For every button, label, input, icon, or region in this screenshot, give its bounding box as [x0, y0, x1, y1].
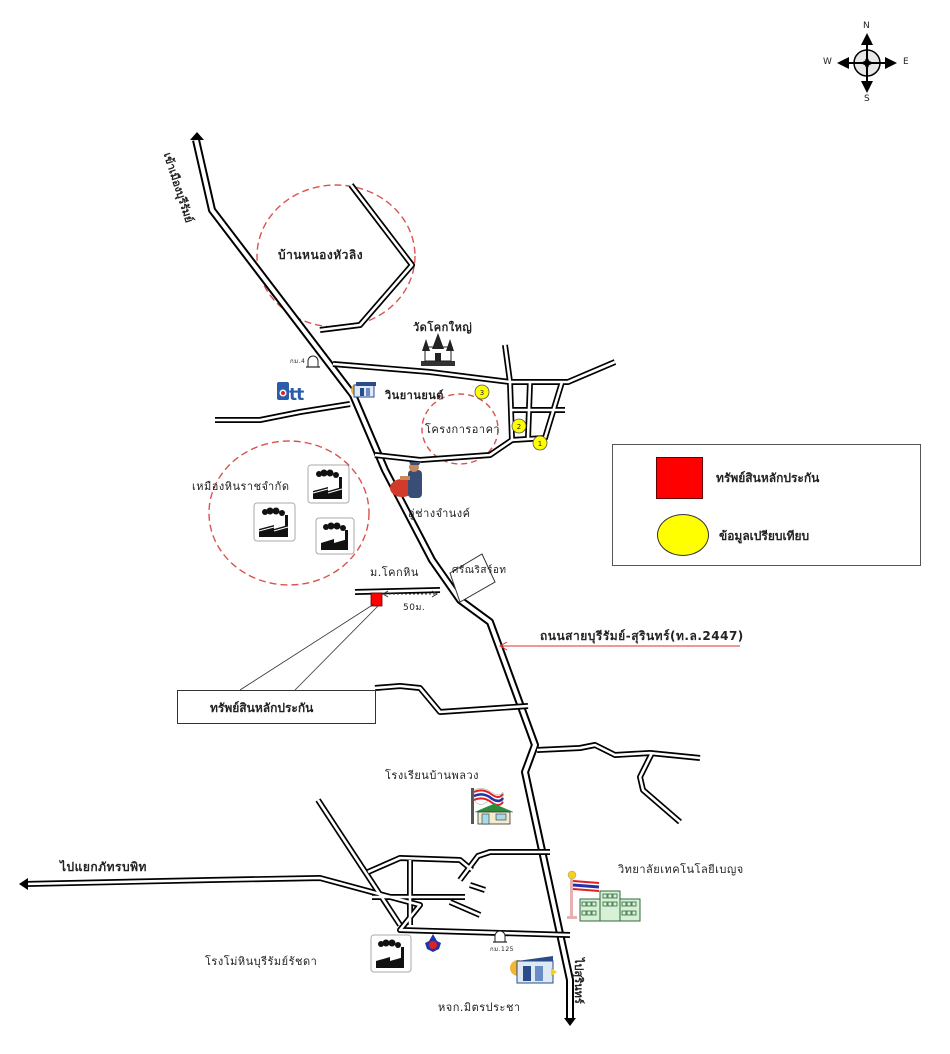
legend-comparable-label: ข้อมูลเปรียบเทียบ	[719, 529, 810, 543]
label-to-surin: ไปสุรินทร์	[572, 958, 585, 1004]
zone-quarry	[208, 440, 370, 586]
factory-icon	[253, 502, 296, 542]
label-partnership: หจก.มิตรประชา	[438, 1001, 521, 1014]
label-moo-khok-hin: ม.โคกหิน	[370, 566, 419, 579]
km-post-125-icon	[493, 930, 507, 943]
mechanic-icon	[390, 462, 422, 498]
comparable-1-label: 1	[538, 440, 542, 448]
collateral-marker	[370, 592, 383, 607]
label-distance: 50ม.	[403, 603, 426, 613]
compass-north-label: N	[863, 21, 870, 31]
label-ban-nong-hua-ling: บ้านหนองหัวลิง	[278, 248, 364, 262]
partnership-shop-icon	[510, 956, 557, 984]
callout-line-a	[239, 603, 375, 691]
label-to-junction: ไปแยกภัทรบพิท	[60, 860, 147, 874]
comparable-2	[511, 418, 527, 434]
label-winyanyon: วินยานยนต์	[385, 389, 444, 402]
arrow-south-end-icon	[564, 1018, 576, 1026]
label-wat-khok-yai: วัดโคกใหญ่	[413, 321, 473, 334]
temple-icon	[421, 333, 455, 366]
factory-icon	[370, 934, 412, 973]
comparable-3	[474, 384, 490, 400]
comparable-3-label: 3	[480, 389, 484, 397]
legend-collateral-swatch	[656, 457, 703, 499]
shop-icon	[351, 382, 376, 398]
label-road-name: ถนนสายบุรีรัมย์-สุรินทร์(ท.ล.2447)	[540, 629, 744, 643]
label-garage: อู่ช่างจำนงค์	[408, 507, 471, 520]
secondary-roads	[24, 183, 701, 938]
factory-icon	[307, 464, 350, 504]
collateral-callout-label: ทรัพย์สินหลักประกัน	[210, 701, 314, 715]
label-housing-project: โครงการอาคา	[425, 423, 501, 436]
legend-collateral-label: ทรัพย์สินหลักประกัน	[716, 471, 820, 485]
map-legend: ทรัพย์สินหลักประกัน ข้อมูลเปรียบเทียบ	[612, 444, 921, 566]
km-post-4-icon	[306, 355, 320, 368]
label-quarry: เหมืองหินราชจำกัด	[192, 480, 290, 493]
label-sirisothorn: ศรัณริสร์อท	[452, 565, 507, 576]
ptt-text: tt	[289, 385, 304, 405]
label-km4: กม.4	[290, 358, 306, 365]
legend-comparable-swatch	[657, 514, 709, 556]
comparable-markers: 1 2 3	[474, 384, 548, 451]
comparable-2-label: 2	[517, 423, 521, 431]
compass-east-label: E	[903, 57, 909, 67]
label-college: วิทยาลัยเทคโนโลยีเบญจ	[618, 863, 744, 876]
label-rock-mill: โรงโม่หินบุรีรัมย์รัชดา	[205, 955, 318, 968]
emblem-icon	[425, 934, 441, 952]
arrow-west-end-icon	[19, 878, 28, 890]
callout-line-b	[294, 605, 379, 691]
label-school: โรงเรียนบ้านพลวง	[385, 769, 480, 782]
college-icon	[567, 870, 641, 922]
collateral-callout-box: ทรัพย์สินหลักประกัน	[177, 690, 376, 724]
arrow-north-end-icon	[190, 132, 204, 140]
compass-south-label: S	[864, 94, 870, 104]
compass-west-label: W	[823, 57, 832, 67]
factory-icon	[315, 517, 355, 555]
comparable-1	[532, 435, 548, 451]
ptt-logo-icon: tt	[277, 382, 305, 405]
label-km125: กม.125	[490, 946, 514, 953]
sirisothorn-building	[449, 553, 496, 603]
zone-housing-project	[421, 393, 499, 465]
school-icon	[471, 788, 514, 825]
zone-ban-nong-hua-ling	[256, 184, 416, 328]
compass-rose-icon	[837, 33, 897, 93]
